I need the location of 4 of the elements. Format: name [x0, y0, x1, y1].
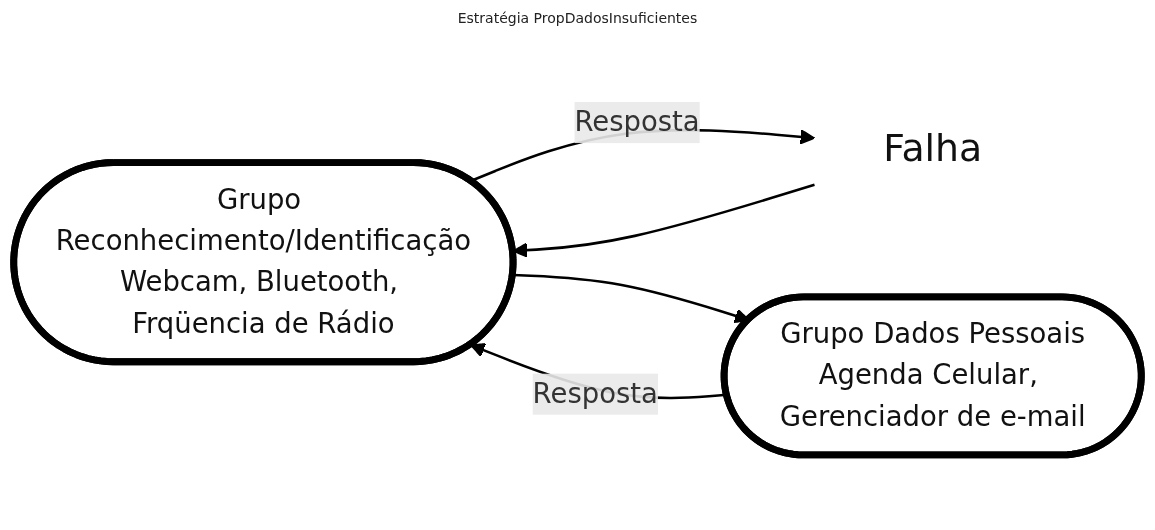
- diagram-title: Estratégia PropDadosInsuficientes: [456, 10, 699, 26]
- edge-label: Resposta: [532, 376, 658, 410]
- edge-label: Resposta: [574, 105, 700, 138]
- node-text: Falha: [883, 126, 983, 170]
